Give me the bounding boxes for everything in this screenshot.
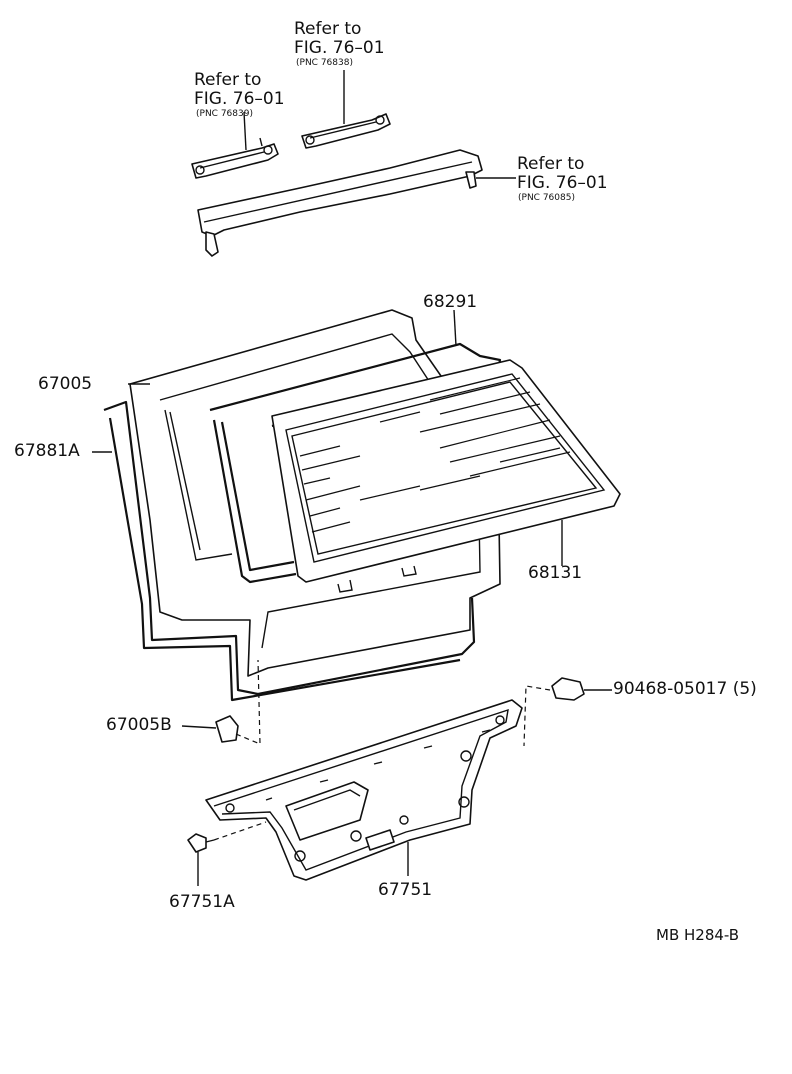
cushion-illustration xyxy=(181,659,261,745)
ref-1-line2: FIG. 76–01 xyxy=(294,38,385,58)
label-68291: 68291 xyxy=(423,292,478,312)
weatherstrip-illustration xyxy=(103,400,476,702)
label-67751: 67751 xyxy=(378,880,433,900)
label-67005B: 67005B xyxy=(106,715,172,735)
trim-clip-illustration xyxy=(187,821,267,886)
trim-panel-illustration xyxy=(205,699,523,881)
ref-2-pnc: (PNC 76839) xyxy=(196,109,253,119)
label-90468-05017: 90468-05017 (5) xyxy=(613,679,757,699)
ref-1-line1: Refer to xyxy=(294,19,362,39)
label-68131: 68131 xyxy=(528,563,583,583)
hinge-left-illustration xyxy=(191,137,279,179)
ref-3-line2: FIG. 76–01 xyxy=(517,173,608,193)
diagram-code: MB H284-B xyxy=(656,926,740,944)
ref-3-pnc: (PNC 76085) xyxy=(518,193,575,203)
label-67881A: 67881A xyxy=(14,441,80,461)
back-window-glass-illustration xyxy=(271,359,621,593)
label-67751A: 67751A xyxy=(169,892,235,912)
ref-2-line2: FIG. 76–01 xyxy=(194,89,285,109)
hinge-right-illustration xyxy=(301,70,391,149)
ref-3-line1: Refer to xyxy=(517,154,585,174)
leader-hinge-left xyxy=(243,111,247,151)
clip-illustration xyxy=(523,677,612,747)
ref-1-pnc: (PNC 76838) xyxy=(296,58,353,68)
ref-2-line1: Refer to xyxy=(194,70,262,90)
spoiler-illustration xyxy=(197,149,516,257)
label-67005: 67005 xyxy=(38,374,93,394)
